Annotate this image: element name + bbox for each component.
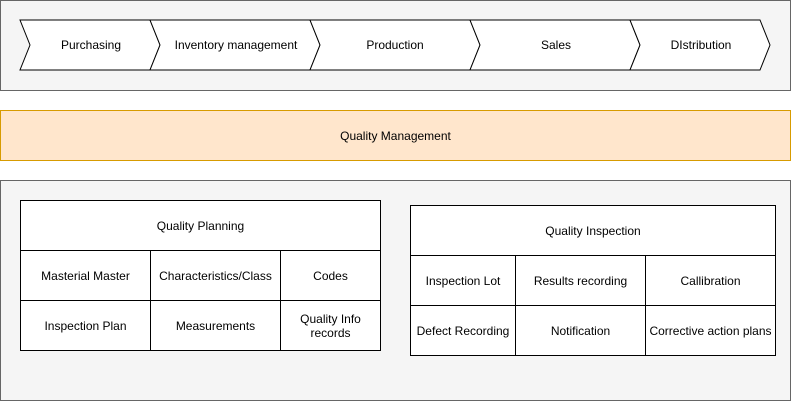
chevron-label-purchasing: Purchasing	[60, 38, 122, 52]
planning-cell-characteristics: Characteristics/Class	[150, 250, 281, 301]
chevron-label-sales: Sales	[540, 38, 572, 52]
inspection-cell-results-recording: Results recording	[515, 255, 646, 306]
planning-cell-measurements: Measurements	[150, 300, 281, 351]
inspection-cell-notification: Notification	[515, 305, 646, 356]
inspection-cell-defect-recording: Defect Recording	[410, 305, 516, 356]
planning-cell-material-master: Masterial Master	[20, 250, 151, 301]
chevron-label-distribution: DIstribution	[670, 38, 732, 52]
planning-cell-quality-info-records: Quality Info records	[280, 300, 381, 351]
chevron-label-production: Production	[366, 38, 424, 52]
chevron-shape-distribution	[629, 19, 771, 71]
quality-management-label: Quality Management	[340, 128, 451, 143]
quality-inspection-title: Quality Inspection	[410, 205, 776, 256]
chevron-label-inventory: Inventory management	[174, 38, 298, 52]
planning-cell-codes: Codes	[280, 250, 381, 301]
process-chevrons	[19, 19, 771, 71]
quality-planning-title: Quality Planning	[20, 200, 381, 251]
inspection-cell-inspection-lot: Inspection Lot	[410, 255, 516, 306]
planning-cell-inspection-plan: Inspection Plan	[20, 300, 151, 351]
inspection-cell-calibration: Callibration	[645, 255, 776, 306]
inspection-cell-corrective-action-plans: Corrective action plans	[645, 305, 776, 356]
quality-management-bar: Quality Management	[0, 110, 791, 161]
